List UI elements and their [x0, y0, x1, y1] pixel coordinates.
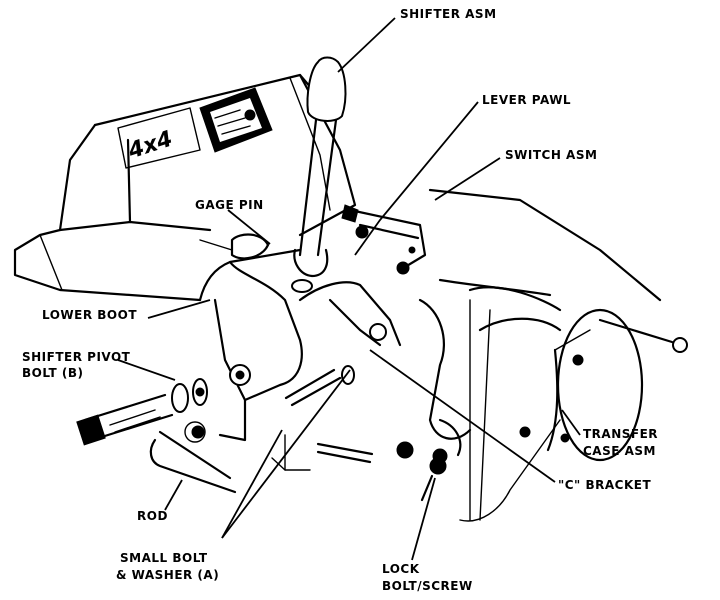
label-lock-line1: LOCK	[382, 562, 420, 576]
rod-part	[149, 421, 237, 494]
label-small-bolt-line2: & WASHER (A)	[116, 568, 220, 582]
label-switch-asm: SWITCH ASM	[505, 148, 598, 162]
shifter-lever	[291, 56, 347, 293]
label-shifter-asm: SHIFTER ASM	[400, 7, 497, 21]
label-pivot-bolt-line1: SHIFTER PIVOT	[22, 350, 131, 364]
shift-pattern-plate	[199, 87, 273, 153]
shifter-bracket	[198, 233, 402, 442]
leader-lines	[117, 17, 581, 561]
pivot-bolt-parts	[76, 378, 208, 446]
decal-text: 4x4	[124, 127, 175, 165]
label-pivot-bolt-line2: BOLT (B)	[22, 366, 84, 380]
switch-assembly	[341, 204, 427, 275]
label-c-bracket: "C" BRACKET	[558, 478, 652, 492]
label-transfer-case-line1: TRANSFER	[583, 427, 659, 441]
c-bracket-part	[418, 298, 472, 464]
label-transfer-case-line2: CASE ASM	[583, 444, 656, 458]
lock-bolt-part	[420, 457, 447, 502]
label-small-bolt-line1: SMALL BOLT	[120, 551, 208, 565]
label-lower-boot: LOWER BOOT	[42, 308, 138, 322]
label-rod: ROD	[137, 509, 168, 523]
label-lever-pawl: LEVER PAWL	[482, 93, 572, 107]
small-bolt-parts	[271, 365, 414, 471]
label-gage-pin: GAGE PIN	[195, 198, 264, 212]
label-lock-line2: BOLT/SCREW	[382, 579, 473, 593]
transfer-case	[428, 188, 688, 522]
